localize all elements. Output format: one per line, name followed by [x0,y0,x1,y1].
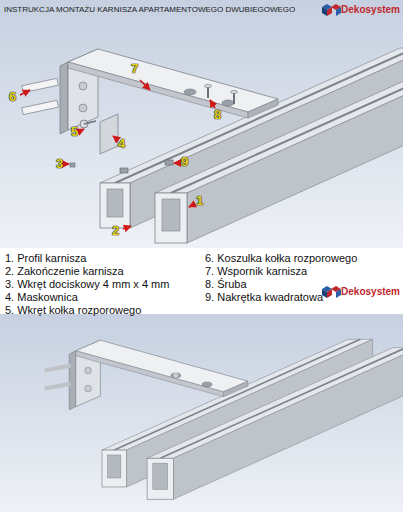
legend-item: 1. Profil karnisza [5,252,86,264]
callout-number: 9 [181,155,188,169]
legend-item: 2. Zakończenie karnisza [5,265,124,277]
legend-item: 4. Maskownica [5,291,78,303]
title: INSTRUKCJA MONTAŻU KARNISZA APARTAMENTOW… [4,6,295,15]
legend-item: 3. Wkręt dociskowy 4 mm x 4 mm [5,278,169,290]
callout-number: 5 [71,125,78,139]
legend-item: 6. Koszulka kołka rozporowego [205,252,357,264]
callout-number: 2 [112,224,119,238]
legend-item: 8. Śruba [205,278,247,290]
legend-item: 5. Wkręt kołka rozporowego [5,304,141,316]
logo-text: Dekosystem [341,4,400,15]
callout-number: 3 [56,157,63,171]
logo-text: Dekosystem [341,286,400,297]
callout-number: 6 [9,90,16,104]
exploded-parts [22,78,238,173]
callout-number: 4 [118,137,125,151]
legend-item: 7. Wspornik karnisza [205,265,307,277]
legend-item: 9. Nakrętka kwadratowa [205,291,323,303]
leader-lines [20,80,215,229]
callout-number: 1 [196,194,203,208]
callout-number: 7 [131,62,138,76]
callout-number: 8 [214,108,221,122]
